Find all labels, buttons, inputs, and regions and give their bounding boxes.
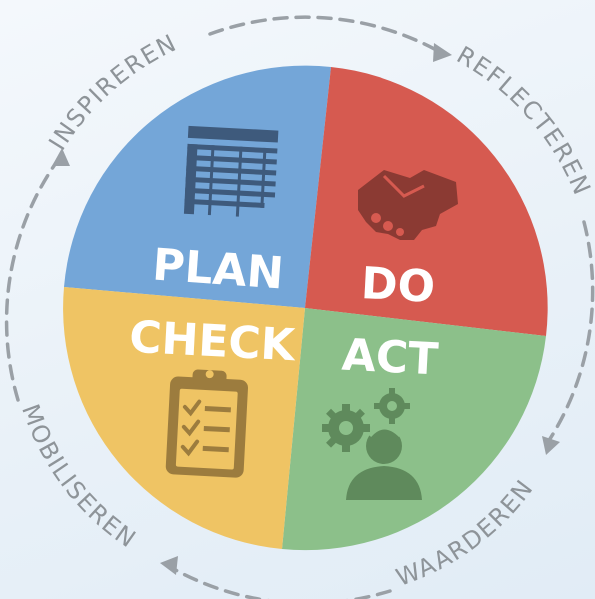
arrow-head-bottom-icon xyxy=(160,556,178,575)
table-grid-icon xyxy=(183,125,279,217)
arrow-head-right-icon xyxy=(542,436,560,455)
handshake-icon xyxy=(358,170,458,240)
clipboard-checklist-icon xyxy=(165,369,248,478)
ring-arc-left xyxy=(4,158,60,402)
act-label: ACT xyxy=(341,330,440,386)
check-label: CHECK xyxy=(128,312,298,372)
quadrant-plan xyxy=(64,65,331,308)
person-gears-icon xyxy=(322,388,422,500)
cycle-ring xyxy=(4,15,595,599)
plan-label: PLAN xyxy=(151,239,285,299)
arrow-head-left-icon xyxy=(52,148,70,166)
ring-arc-bottom xyxy=(170,566,392,599)
do-label: DO xyxy=(360,258,437,313)
cycle-arrowheads xyxy=(52,43,560,575)
arrow-head-top-icon xyxy=(433,43,452,62)
ring-arc-right xyxy=(546,220,595,444)
ring-arc-top xyxy=(208,15,442,54)
